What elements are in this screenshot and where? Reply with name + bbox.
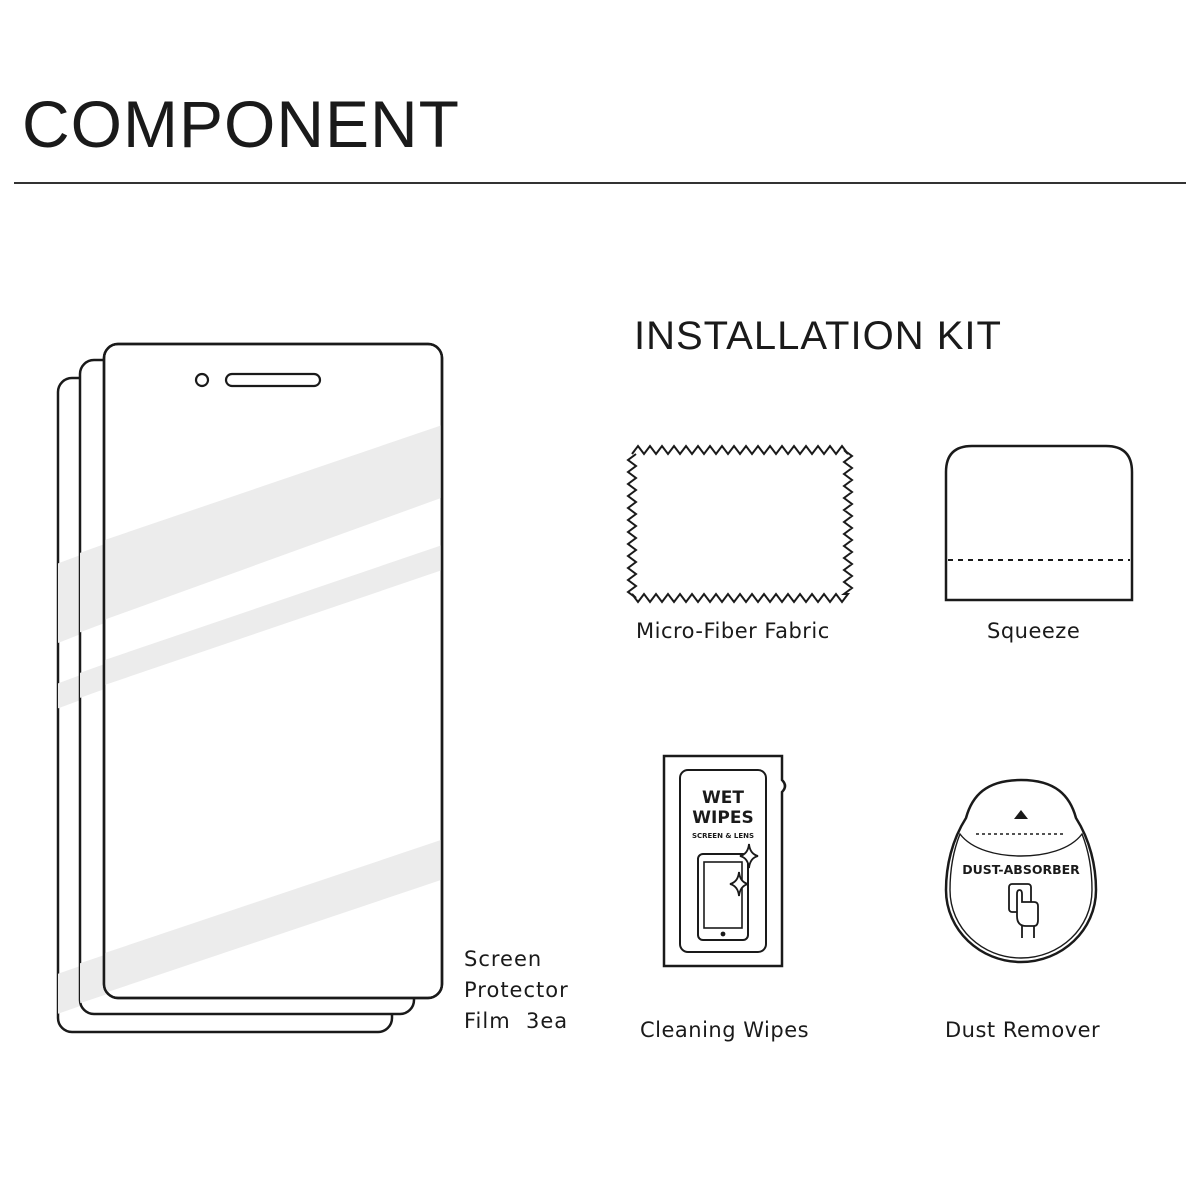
screen-protector-label: Screen Protector Film 3ea	[464, 944, 569, 1037]
screen-protector-label-line1: Screen	[464, 947, 543, 971]
kit-item-label-micro-fiber: Micro-Fiber Fabric	[636, 619, 830, 643]
film-sheet-front	[102, 342, 444, 1000]
installation-kit-title: INSTALLATION KIT	[634, 314, 1002, 358]
camera-hole-icon	[194, 372, 210, 388]
page-title: COMPONENT	[22, 87, 460, 161]
kit-item-label-cleaning-wipes: Cleaning Wipes	[640, 1018, 810, 1042]
kit-item-label-squeeze: Squeeze	[987, 619, 1081, 643]
title-divider	[14, 182, 1186, 184]
screen-protector-label-line2: Protector	[464, 978, 569, 1002]
speaker-slot-icon	[224, 372, 322, 388]
kit-item-label-dust-remover: Dust Remover	[945, 1018, 1101, 1042]
screen-protector-label-line3: Film 3ea	[464, 1009, 569, 1033]
